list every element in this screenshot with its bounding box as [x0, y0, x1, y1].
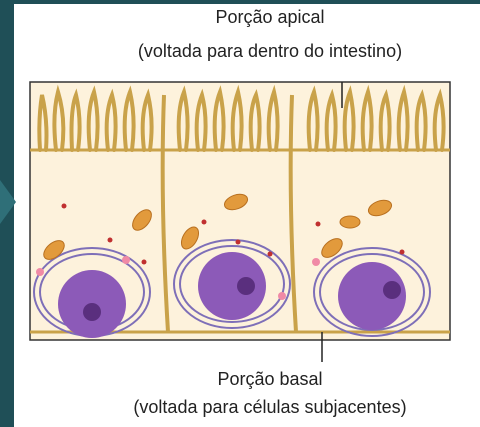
basal-title: Porção basal	[30, 368, 480, 390]
apical-title: Porção apical	[30, 6, 480, 28]
apical-subtitle: (voltada para dentro do intestino)	[30, 40, 480, 62]
nucleolus-3	[383, 281, 401, 299]
nucleolus-1	[83, 303, 101, 321]
nucleus-2	[198, 252, 266, 320]
basal-subtitle: (voltada para células subjacentes)	[30, 396, 480, 418]
nucleolus-2	[237, 277, 255, 295]
